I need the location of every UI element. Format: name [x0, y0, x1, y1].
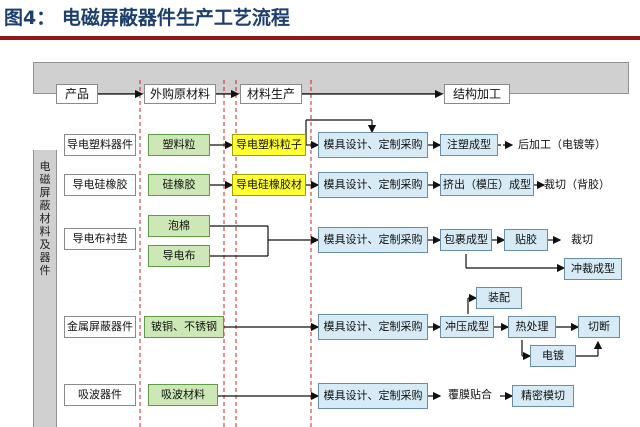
product-conductive-plastic: 导电塑料器件 — [64, 134, 136, 156]
produced-conductive-plastic-pellets: 导电塑料粒子 — [232, 134, 306, 156]
material-beryllium-copper-steel: 铍铜、不锈钢 — [144, 316, 224, 338]
step-assembly: 装配 — [476, 287, 522, 309]
header-bar — [33, 62, 629, 94]
step-mold-design: 模具设计、定制采购 — [318, 314, 428, 340]
product-metal-shielding: 金属屏蔽器件 — [64, 316, 136, 338]
step-injection-molding: 注塑成型 — [440, 134, 498, 156]
product-conductive-fabric-gasket: 导电布衬垫 — [64, 228, 136, 250]
step-cut-off: 切断 — [578, 316, 620, 338]
material-conductive-fabric: 导电布 — [148, 245, 210, 267]
step-mold-design: 模具设计、定制采购 — [318, 227, 428, 253]
side-label: 电磁屏蔽材料及器件 — [39, 160, 51, 277]
material-plastic-pellets: 塑料粒 — [148, 134, 210, 156]
step-wrap-forming: 包裹成型 — [440, 229, 492, 251]
material-foam: 泡棉 — [148, 215, 210, 237]
material-silicone-rubber: 硅橡胶 — [148, 174, 210, 196]
step-cutting: 裁切 — [571, 233, 593, 246]
step-film-lamination: 覆膜贴合 — [448, 388, 492, 401]
product-conductive-silicone: 导电硅橡胶 — [64, 174, 136, 196]
step-mold-design: 模具设计、定制采购 — [318, 132, 428, 158]
step-post-processing: 后加工（电镀等） — [518, 138, 606, 151]
header-structural-processing: 结构加工 — [444, 84, 510, 104]
step-heat-treatment: 热处理 — [508, 316, 556, 338]
page-title: 图4： 电磁屏蔽器件生产工艺流程 — [4, 7, 290, 29]
produced-conductive-silicone: 导电硅橡胶材 — [232, 174, 306, 196]
header-purchased-materials: 外购原材料 — [144, 84, 216, 104]
header-product: 产品 — [56, 84, 98, 104]
step-precision-die-cut: 精密模切 — [512, 385, 574, 407]
step-adhesive: 贴胶 — [504, 229, 548, 251]
header-material-production: 材料生产 — [240, 84, 302, 104]
step-extrusion-molding: 挤出（模压）成型 — [440, 174, 534, 196]
step-punch-forming: 冲裁成型 — [564, 258, 622, 280]
step-mold-design: 模具设计、定制采购 — [318, 172, 428, 198]
step-mold-design: 模具设计、定制采购 — [318, 383, 428, 409]
step-cutting-backing: 裁切（背胶） — [544, 178, 610, 191]
side-bar — [33, 150, 57, 427]
product-absorber: 吸波器件 — [64, 384, 136, 406]
step-electroplating: 电镀 — [530, 345, 576, 367]
material-absorbing: 吸波材料 — [148, 384, 218, 406]
title-underline — [0, 36, 640, 40]
step-stamping: 冲压成型 — [440, 316, 494, 338]
